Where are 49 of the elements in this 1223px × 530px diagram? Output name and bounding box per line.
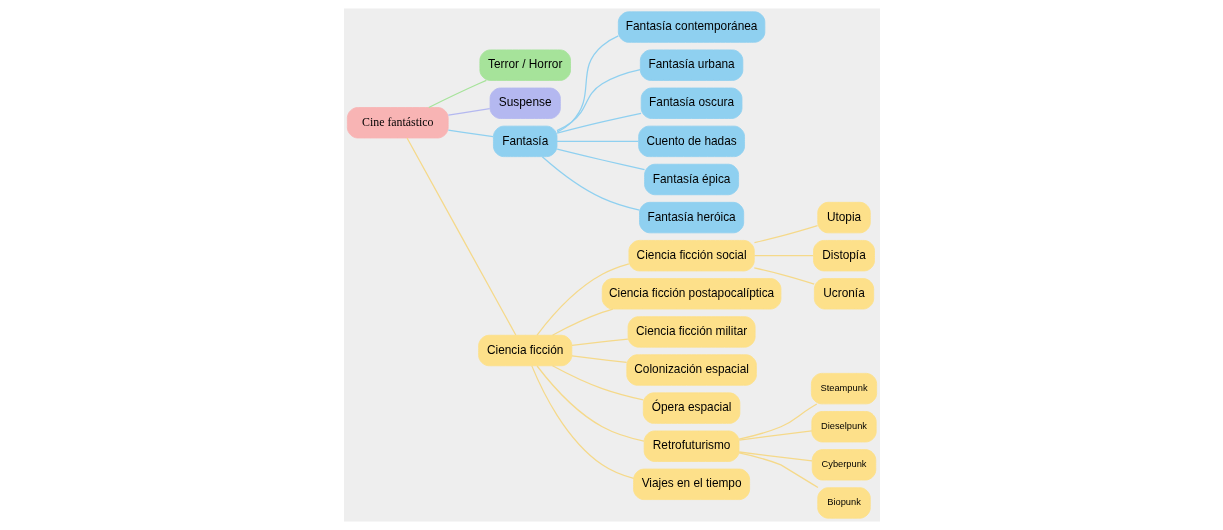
connector xyxy=(556,35,619,133)
node-box: Distopía xyxy=(812,240,875,272)
node-box: Fantasía xyxy=(492,125,557,158)
connector xyxy=(753,267,815,285)
node-box: Ucronía xyxy=(813,278,874,310)
connector xyxy=(535,263,630,336)
node-box: Fantasía urbana xyxy=(639,49,743,81)
node-box: Ópera espacial xyxy=(642,392,740,424)
connector xyxy=(556,148,645,171)
connector xyxy=(738,430,812,441)
node-box: Suspense xyxy=(489,87,561,119)
connector xyxy=(530,365,634,480)
connector xyxy=(541,156,640,211)
node-box: Utopia xyxy=(816,201,871,234)
node-box: Cuento de hadas xyxy=(637,125,745,158)
node-box: Cyberpunk xyxy=(811,449,876,481)
node-box: Dieselpunk xyxy=(810,411,877,443)
connector xyxy=(555,140,639,142)
connector xyxy=(737,403,817,440)
connector xyxy=(447,108,490,116)
node-box: Fantasía contemporánea xyxy=(617,11,765,43)
node-box: Terror / Horror xyxy=(479,49,571,81)
connector xyxy=(738,451,813,462)
connector xyxy=(551,308,613,336)
connector xyxy=(405,137,516,336)
connector xyxy=(753,225,818,244)
connector xyxy=(427,79,487,109)
connector xyxy=(535,365,645,442)
node-box: Cine fantástico xyxy=(346,107,449,139)
node-box: Fantasía oscura xyxy=(640,87,742,119)
connector xyxy=(556,112,642,134)
node-box: Steampunk xyxy=(810,372,877,405)
connector xyxy=(570,338,629,346)
node-box: Retrofuturismo xyxy=(643,430,739,462)
connector xyxy=(753,255,814,257)
node-box: Viajes en el tiempo xyxy=(632,468,750,500)
connector xyxy=(570,355,627,364)
node-box: Fantasía épica xyxy=(643,163,739,196)
connector xyxy=(737,452,819,489)
connector xyxy=(551,365,644,401)
node-box: Colonización espacial xyxy=(625,354,757,386)
node-box: Ciencia ficción postapocalíptica xyxy=(601,278,781,310)
node-box: Biopunk xyxy=(816,487,871,519)
node-box: Fantasía heróica xyxy=(638,201,744,234)
node-box: Ciencia ficción militar xyxy=(627,316,756,348)
node-box: Ciencia ficción xyxy=(477,334,572,367)
node-box: Ciencia ficción social xyxy=(628,240,755,272)
connector xyxy=(447,129,494,138)
connector xyxy=(555,69,641,132)
